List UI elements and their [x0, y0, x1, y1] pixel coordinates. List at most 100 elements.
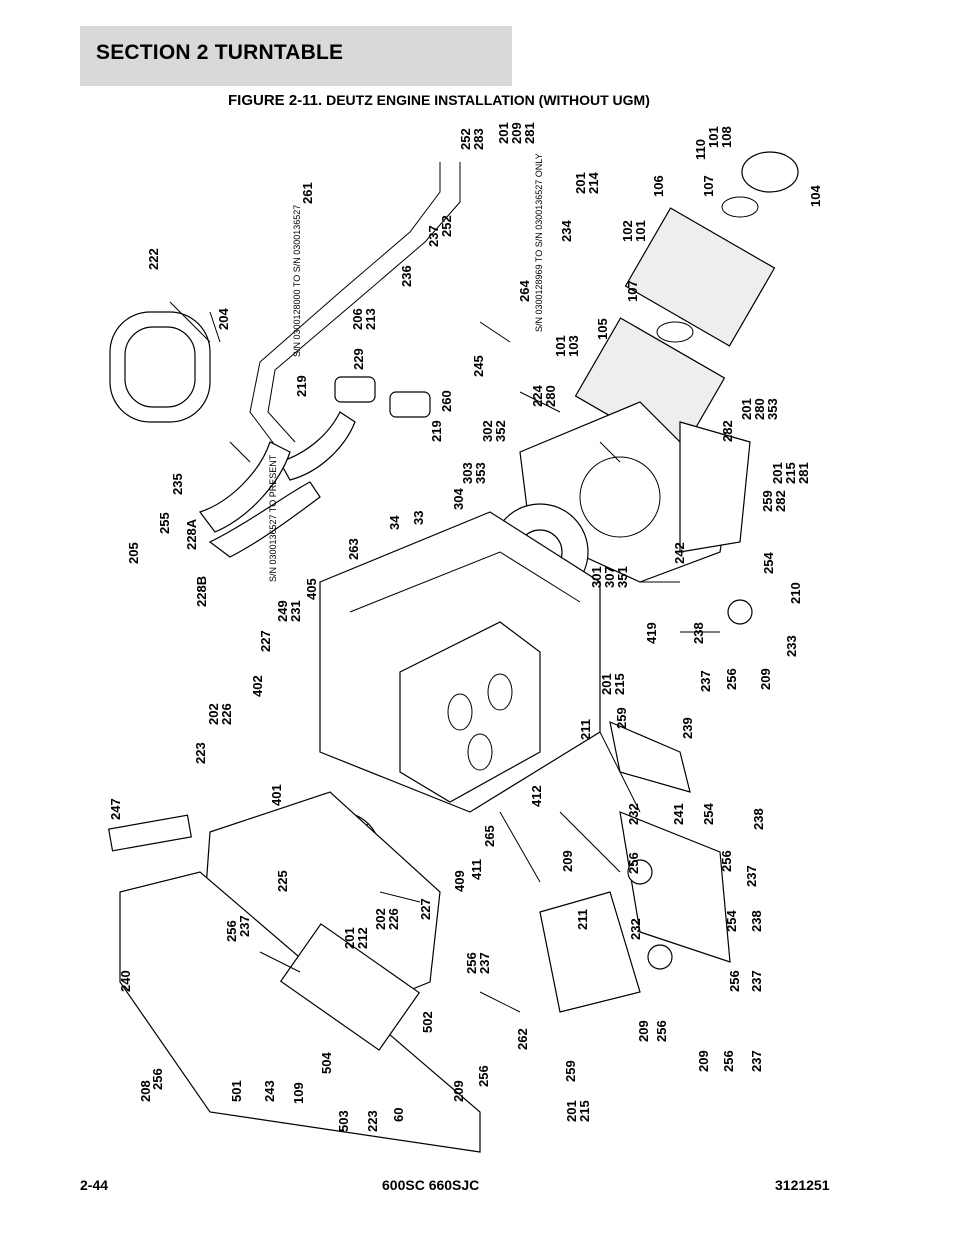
callout-label: 238 — [751, 808, 766, 830]
callout-label: 34 — [387, 515, 402, 530]
callout-label: 60 — [391, 1108, 406, 1122]
callout-label: 237 — [426, 225, 441, 247]
callout-label: 103 — [566, 335, 581, 357]
callout-label: 256 — [721, 1050, 736, 1072]
callout-label: 302 — [480, 420, 495, 442]
hydraulic-pump-106 — [624, 207, 776, 347]
callout-label: 232 — [628, 918, 643, 940]
callout-label: 208 — [138, 1080, 153, 1102]
serial-note-3: S/N 0300136527 TO PRESENT — [268, 454, 278, 582]
callout-label: 402 — [250, 675, 265, 697]
callout-label: 281 — [522, 122, 537, 144]
callout-label: 209 — [509, 122, 524, 144]
hose-228A — [199, 441, 291, 533]
muffler-port-1 — [447, 693, 473, 731]
o-ring-107a — [721, 196, 759, 218]
callout-label: 211 — [578, 719, 593, 740]
callout-label: 254 — [761, 552, 776, 574]
callout-label: 237 — [477, 952, 492, 974]
callout-label: 256 — [150, 1068, 165, 1090]
callout-label: 234 — [559, 220, 574, 242]
callout-label: 102 — [620, 220, 635, 242]
callout-label: 504 — [319, 1052, 334, 1074]
callout-label: 201 — [342, 927, 357, 949]
callout-label: 265 — [482, 825, 497, 847]
callout-label: 282 — [720, 420, 735, 442]
callout-label: 307 — [602, 566, 617, 588]
callout-label: 227 — [418, 898, 433, 920]
callout-label: 201 — [739, 398, 754, 420]
callout-label: 249 — [275, 600, 290, 622]
callout-label: 237 — [698, 670, 713, 692]
mount-bracket-262 — [539, 891, 641, 1013]
callout-label: 254 — [701, 803, 716, 825]
callout-label: 228B — [194, 576, 209, 607]
hose-229 — [334, 376, 376, 403]
muffler-port-3 — [467, 733, 493, 771]
callout-label: 110 — [693, 139, 708, 160]
mount-239 — [609, 720, 691, 793]
callout-label: 104 — [808, 185, 823, 207]
callout-label: 229 — [351, 348, 366, 370]
engine-head-line — [349, 551, 581, 613]
figure-title: DEUTZ ENGINE INSTALLATION (WITHOUT UGM) — [326, 92, 650, 108]
mount-bracket-241 — [619, 811, 731, 963]
callout-label: 219 — [294, 375, 309, 397]
callout-label: 419 — [644, 622, 659, 644]
callout-label: 261 — [300, 182, 315, 204]
serial-note-2: S/N 0300128969 TO S/N 0300136527 ONLY — [534, 153, 544, 332]
callout-label: 201 — [599, 673, 614, 695]
callout-label: 247 — [108, 798, 123, 820]
callout-label: 209 — [758, 668, 773, 690]
muffler-412 — [399, 621, 541, 803]
callout-label: 106 — [651, 175, 666, 197]
hose-219b — [389, 391, 431, 418]
callout-label: 238 — [691, 622, 706, 644]
callout-label: 256 — [224, 920, 239, 942]
callout-label: 209 — [451, 1080, 466, 1102]
callout-label: 237 — [749, 1050, 764, 1072]
bellhousing-bore — [579, 456, 661, 538]
radiator-core — [279, 923, 421, 1051]
callout-label: 215 — [577, 1100, 592, 1122]
hose-228B — [208, 481, 321, 558]
drawing-shapes — [108, 151, 799, 1153]
isolator-233 — [727, 599, 753, 625]
callout-label: 240 — [118, 970, 133, 992]
callout-label: 209 — [636, 1020, 651, 1042]
callout-label: 252 — [439, 215, 454, 237]
callout-label: 215 — [783, 462, 798, 484]
model-name: 600SC 660SJC — [382, 1177, 480, 1193]
callout-label: 201 — [496, 122, 511, 144]
callout-label: 259 — [614, 707, 629, 729]
callout-label: 107 — [701, 175, 716, 197]
engine-tray-240 — [119, 871, 481, 1153]
callout-label: 226 — [386, 908, 401, 930]
callout-label: 252 — [458, 128, 473, 150]
callout-label: 101 — [633, 220, 648, 242]
callout-label: 245 — [471, 355, 486, 377]
callout-label: 281 — [796, 462, 811, 484]
callout-label: 237 — [749, 970, 764, 992]
callout-label: 503 — [336, 1110, 351, 1132]
callout-label: 206 — [350, 308, 365, 330]
callout-label: 201 — [573, 172, 588, 194]
callout-label: 231 — [288, 600, 303, 622]
callout-label: 235 — [170, 473, 185, 495]
callout-label: 301 — [589, 566, 604, 588]
callout-label: 502 — [420, 1011, 435, 1033]
callout-label: 237 — [237, 915, 252, 937]
callout-label: 501 — [229, 1080, 244, 1102]
exploded-parts-drawing: 252 283 201 209 281 261 201 214 110 101 … — [80, 112, 880, 1172]
pump-104 — [741, 151, 799, 193]
callout-label: 237 — [744, 865, 759, 887]
callout-label: 109 — [291, 1082, 306, 1104]
callout-label: 209 — [696, 1050, 711, 1072]
page-number: 2-44 — [80, 1177, 109, 1193]
callout-label: 263 — [346, 538, 361, 560]
callout-label: 211 — [575, 909, 590, 930]
callout-label: 201 — [770, 462, 785, 484]
o-ring-107b — [656, 321, 694, 343]
callout-label: 224 — [530, 385, 545, 407]
callout-label: 260 — [439, 390, 454, 412]
